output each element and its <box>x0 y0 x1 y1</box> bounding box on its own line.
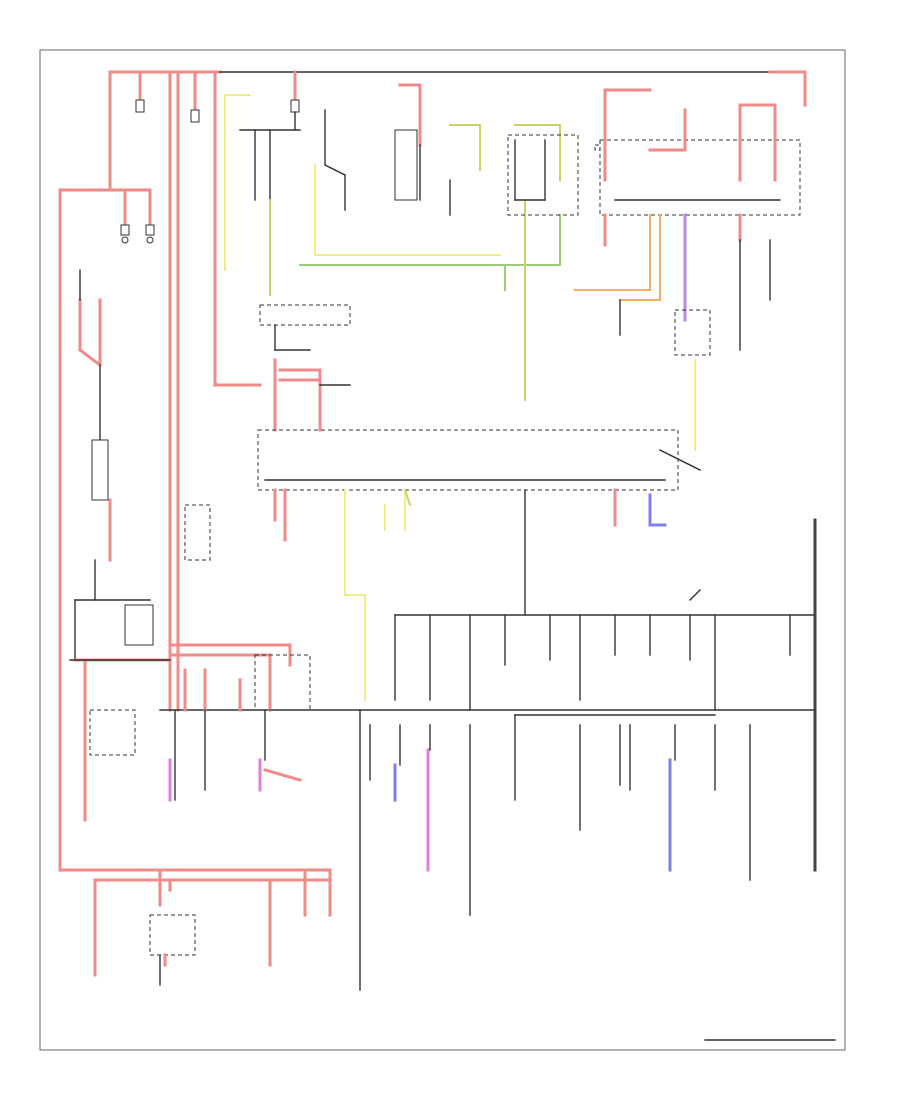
lower-fuse-drops <box>168 709 751 991</box>
left-red-trunks <box>58 70 262 872</box>
center-relay-cluster <box>259 304 351 432</box>
cross-signal-wires <box>299 124 561 401</box>
upper-right-relay-block <box>507 88 801 301</box>
middle-distribution-bus <box>394 518 817 872</box>
misc-module-boxes <box>184 144 601 561</box>
main-control-module <box>257 429 701 491</box>
module-output-drops <box>273 488 667 701</box>
diagram-frame <box>39 49 846 1051</box>
bottom-left-harness <box>93 868 332 986</box>
orange-violet-wires <box>574 213 741 451</box>
left-lower-components <box>83 709 136 822</box>
top-left-fuses <box>120 99 200 244</box>
left-relay-circuit <box>69 269 172 822</box>
lower-fuse-bus <box>159 643 816 712</box>
top-power-bus <box>108 70 807 107</box>
top-center-components <box>224 70 501 296</box>
